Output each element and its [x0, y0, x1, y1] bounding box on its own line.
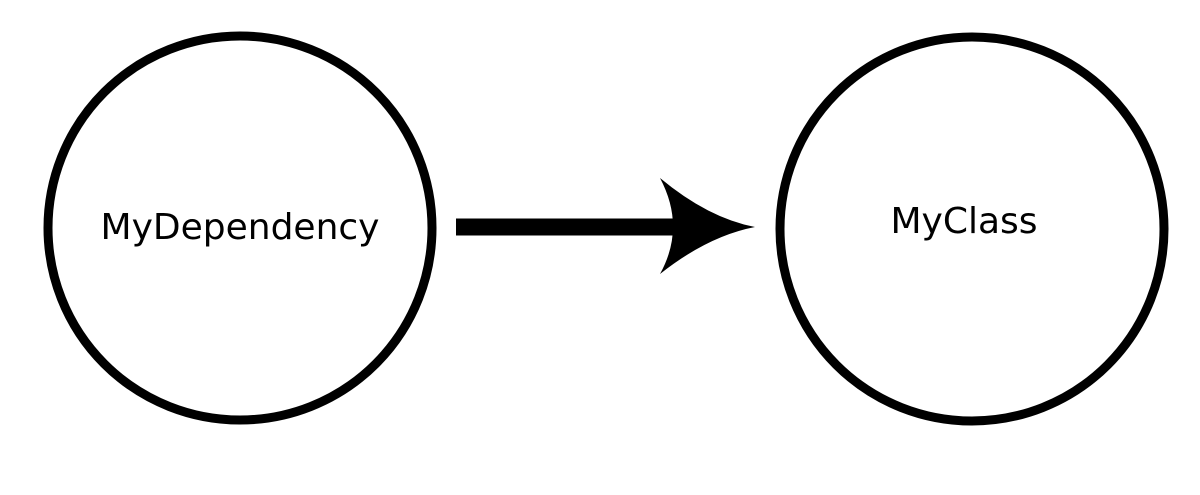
node-my-class-circle — [775, 32, 1169, 426]
node-my-class-label: MyClass — [890, 201, 1037, 242]
edge-dependency-to-class — [456, 178, 755, 274]
node-my-class: MyClass — [775, 32, 1169, 426]
arrowhead-icon — [660, 178, 755, 274]
node-my-dependency-circle — [43, 31, 437, 425]
node-my-dependency-label: MyDependency — [101, 207, 380, 248]
node-my-dependency: MyDependency — [43, 31, 437, 425]
